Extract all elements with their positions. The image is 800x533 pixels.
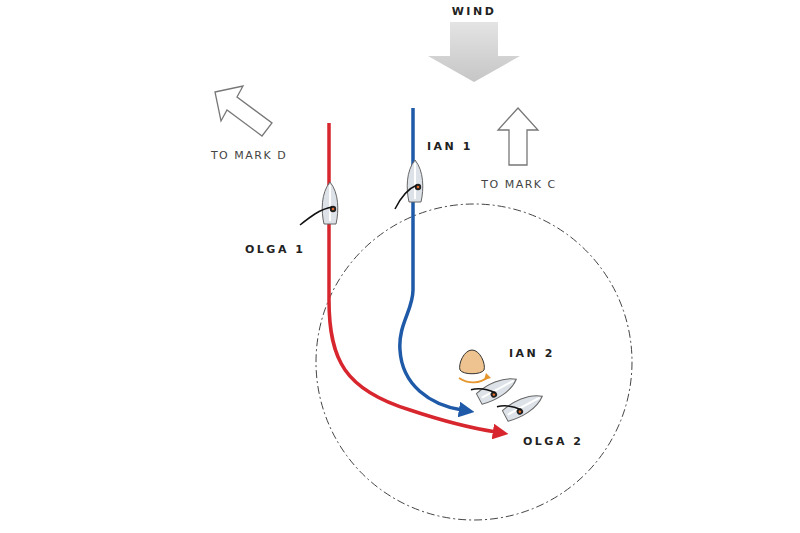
wind-label: WIND xyxy=(452,6,497,17)
mark-label: TO MARK D xyxy=(211,150,287,161)
ian-track xyxy=(400,108,462,410)
ian-1-boat xyxy=(395,160,423,209)
ian-2-boat xyxy=(471,369,520,408)
mark-c-arrow xyxy=(498,108,538,165)
boat-label: IAN 1 xyxy=(427,141,473,152)
mark-rounding xyxy=(459,377,488,382)
mark-label: TO MARK C xyxy=(481,179,556,190)
wind-arrow xyxy=(428,22,520,82)
boat-label: IAN 2 xyxy=(509,348,555,359)
boat-label: OLGA 1 xyxy=(245,244,305,255)
zone-circle xyxy=(316,204,632,520)
mark-d-arrow xyxy=(215,86,272,136)
mark-symbol xyxy=(460,350,485,374)
boat-label: OLGA 2 xyxy=(523,436,583,447)
olga-1-boat xyxy=(300,182,338,225)
olga-2-boat xyxy=(497,386,546,425)
